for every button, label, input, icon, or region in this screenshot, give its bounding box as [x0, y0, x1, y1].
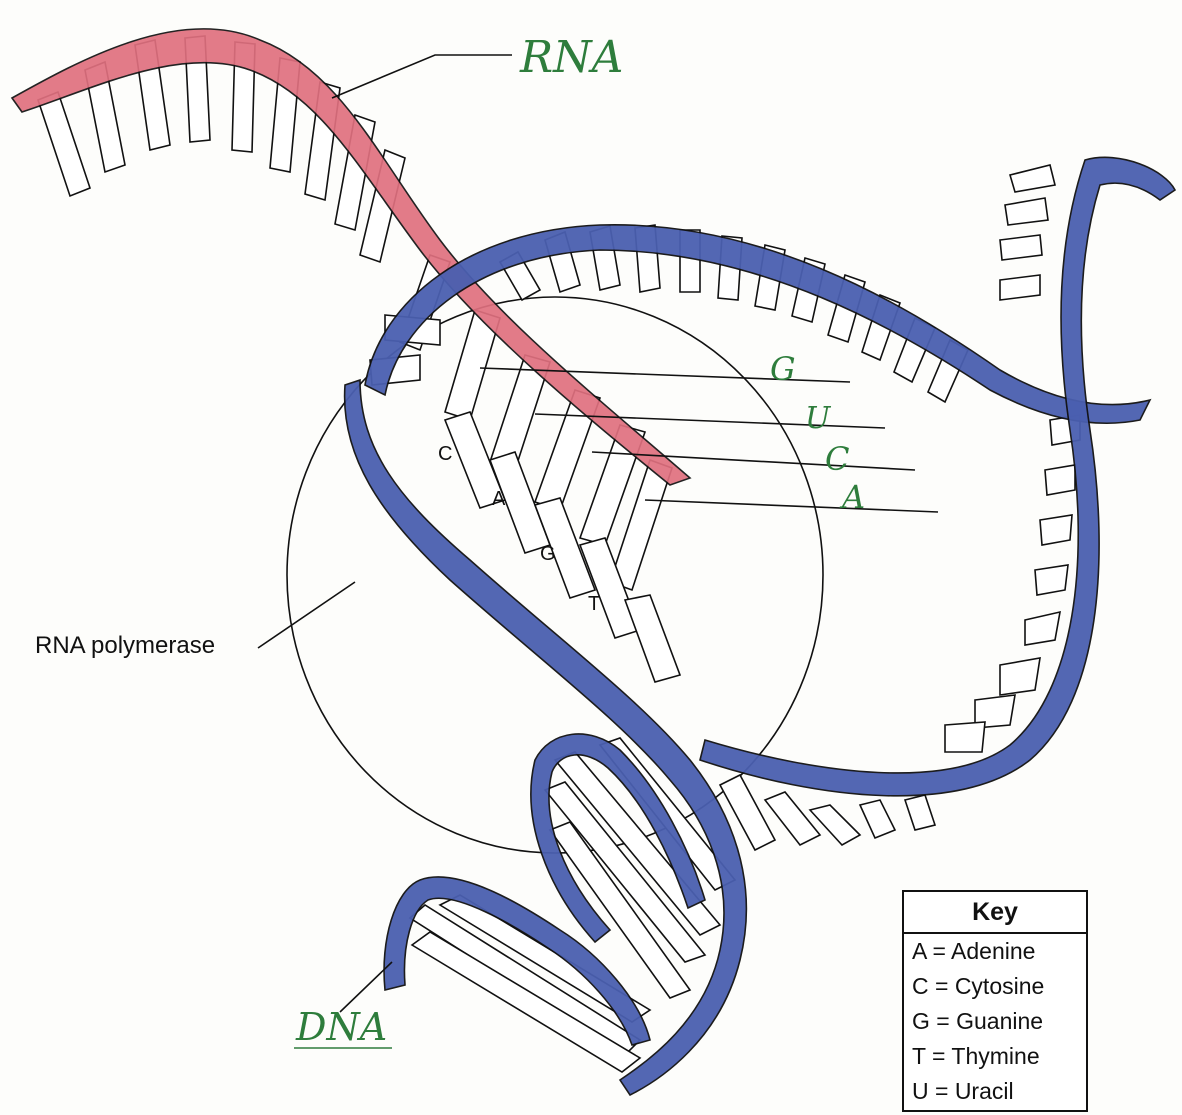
key-entry: G = Guanine: [904, 1004, 1086, 1039]
template-base-letter: T: [588, 593, 600, 615]
dna-label: DNA: [295, 1005, 387, 1049]
rna-base-labels: G U C A: [770, 350, 865, 516]
key-entry: U = Uracil: [904, 1074, 1086, 1109]
key-entry: T = Thymine: [904, 1039, 1086, 1074]
rna-polymerase-leader: [258, 582, 355, 648]
key-legend: Key A = Adenine C = Cytosine G = Guanine…: [902, 890, 1088, 1112]
rna-base-label-a: A: [839, 478, 865, 516]
rna-base-label-g: G: [770, 350, 796, 388]
template-base-letter: C: [438, 443, 452, 465]
rna-label-leader: [332, 55, 512, 98]
key-title: Key: [904, 892, 1086, 934]
rna-label: RNA: [519, 32, 623, 83]
rna-polymerase-label: RNA polymerase: [35, 632, 215, 659]
rna-base-label-u: U: [805, 401, 832, 436]
key-entry: C = Cytosine: [904, 969, 1086, 1004]
rna-base-label-c: C: [825, 440, 849, 478]
template-base-letter: A: [492, 488, 506, 510]
key-entry: A = Adenine: [904, 934, 1086, 969]
template-base-letter: G: [540, 543, 556, 565]
